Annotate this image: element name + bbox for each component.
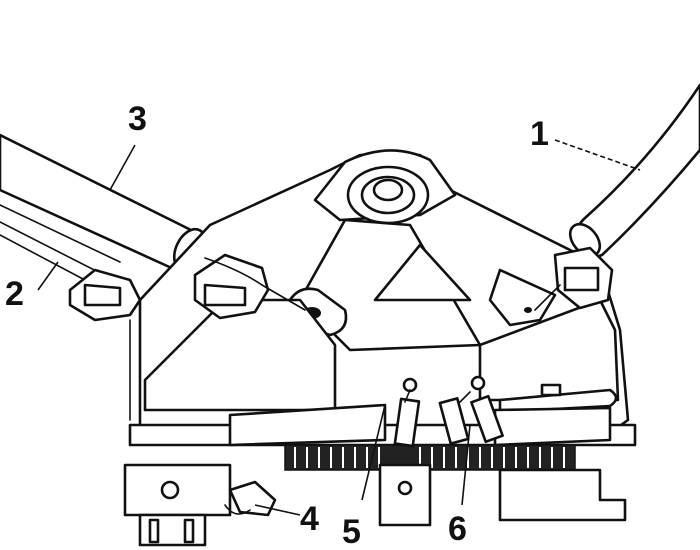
cable-clamp-left-outer	[68, 268, 142, 322]
cable-1-sheath	[568, 83, 700, 259]
leader-lines	[37, 139, 641, 516]
mounting-base	[123, 463, 627, 547]
cable-clamp-left-inner	[193, 253, 306, 320]
callout-5: 5	[342, 513, 361, 550]
callout-6: 6	[448, 510, 467, 548]
switch-assembly-5	[393, 377, 421, 448]
spring-clip-4	[224, 480, 277, 517]
cable-clamp-right	[534, 246, 614, 311]
callout-2: 2	[5, 275, 24, 313]
switch-assembly-6	[438, 375, 504, 445]
callout-3: 3	[128, 100, 147, 138]
callout-1: 1	[530, 115, 549, 153]
callout-4: 4	[300, 500, 319, 538]
inner-cable-wires	[129, 257, 263, 421]
